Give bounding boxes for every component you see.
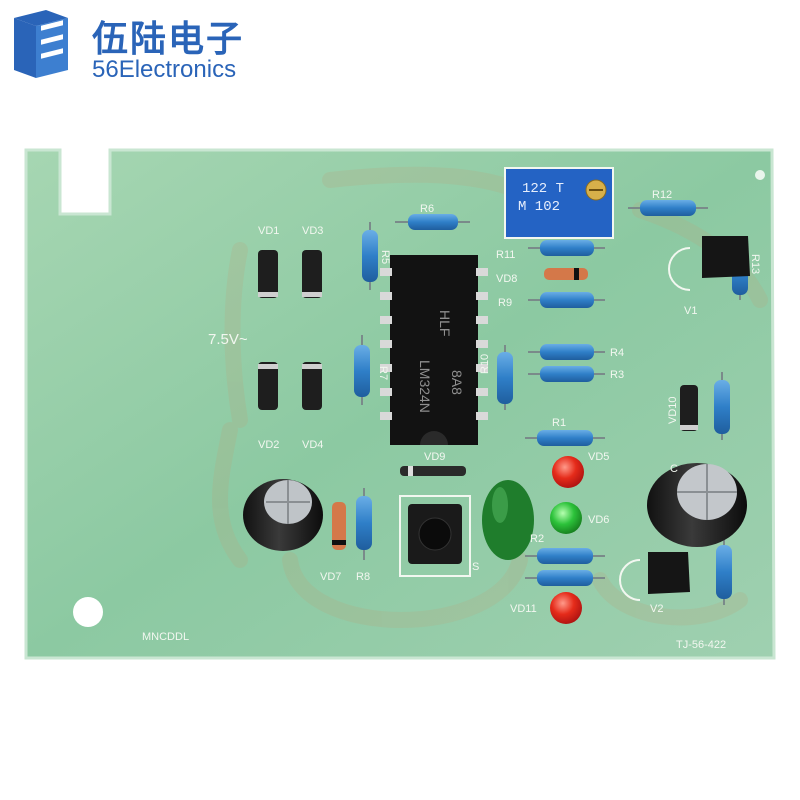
label-r12: R12 [652,189,672,201]
chip-marking-3: 8A8 [449,370,465,395]
ic-lm324: LM324N HLF 8A8 [380,255,488,445]
mounting-hole [73,597,103,627]
brand-logo: 伍陆电子 56Electronics [8,8,268,86]
label-r10: R10 [479,354,491,374]
push-button-switch [399,495,471,577]
label-r1: R1 [552,417,566,429]
transistor-v1 [668,236,750,291]
label-s: S [472,561,479,573]
brand-name-english: 56Electronics [92,56,237,83]
label-maker: MNCDDL [142,631,189,643]
label-r11: R11 [496,249,515,261]
label-vd5: VD5 [588,451,609,463]
signal-diodes [332,268,698,550]
led-vd11 [550,592,582,624]
silkscreen-labels: VD1 VD3 VD2 VD4 7.5V~ R6 R5 R7 R10 R11 V… [142,189,761,651]
label-r9: R9 [498,297,512,309]
label-vd6: VD6 [588,514,609,526]
label-r8: R8 [356,571,370,583]
label-r6: R6 [420,203,434,215]
label-r4: R4 [610,347,624,359]
label-vd7: VD7 [320,571,341,583]
pot-marking-1: 122 T [522,181,564,197]
ceramic-capacitor [482,480,534,560]
label-voltage: 7.5V~ [208,331,248,348]
label-r5: R5 [379,250,391,264]
label-r7: R7 [377,366,389,380]
trimmer-potentiometer: 122 T M 102 [504,167,614,239]
chip-marking-1: LM324N [417,360,433,413]
electrolytic-capacitor-right [647,463,747,547]
led-vd5 [552,456,584,488]
label-r3: R3 [610,369,624,381]
label-vd4: VD4 [302,439,323,451]
label-vd10: VD10 [667,396,679,424]
label-vd2: VD2 [258,439,279,451]
label-model: TJ-56-422 [676,639,726,651]
label-vd3: VD3 [302,225,323,237]
label-v1: V1 [684,305,697,317]
label-r13: R13 [749,254,761,274]
label-c: C [670,463,678,475]
led-vd6 [550,502,582,534]
label-v2: V2 [650,603,663,615]
chip-marking-2: HLF [437,310,453,336]
label-vd9: VD9 [424,451,445,463]
label-r2: R2 [530,533,544,545]
pot-marking-2: M 102 [518,199,560,215]
label-vd1: VD1 [258,225,279,237]
brand-name-chinese: 伍陆电子 [92,19,245,60]
brand-logo-icon [14,10,68,78]
label-vd11: VD11 [510,603,537,615]
electrolytic-capacitor-left [243,479,323,551]
rectifier-diodes [258,250,322,410]
label-vd8: VD8 [496,273,517,285]
copper-traces [212,166,768,628]
transistor-v2 [619,552,690,601]
